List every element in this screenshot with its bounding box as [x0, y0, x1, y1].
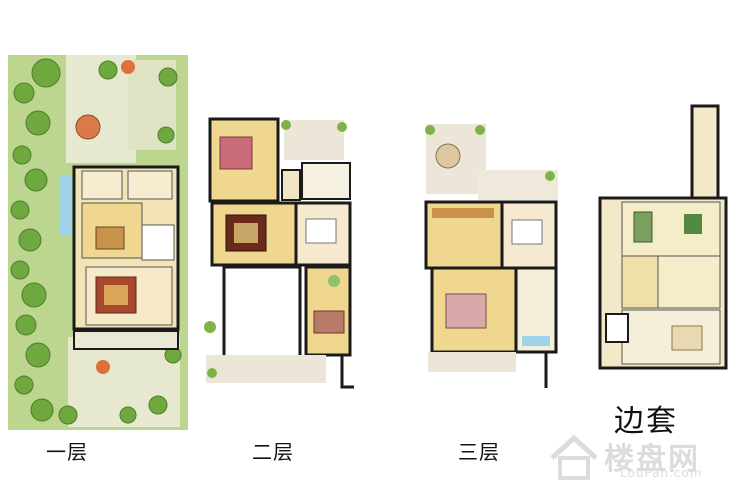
- side-unit-label: 边套: [614, 404, 678, 439]
- third-floor-plan: [424, 124, 558, 388]
- watermark-brand: 楼盘网: [604, 442, 700, 477]
- watermark: 楼盘网 LouPan.com: [546, 432, 736, 484]
- first-floor-plan: [8, 55, 188, 430]
- second-floor-label: 二层: [252, 440, 294, 464]
- second-floor-plan: [204, 117, 354, 389]
- house-logo-icon: [550, 434, 598, 480]
- third-floor-label: 三层: [458, 440, 500, 464]
- side-unit-plan: [598, 104, 728, 370]
- watermark-url: LouPan.com: [620, 466, 703, 480]
- first-floor-label: 一层: [46, 440, 88, 464]
